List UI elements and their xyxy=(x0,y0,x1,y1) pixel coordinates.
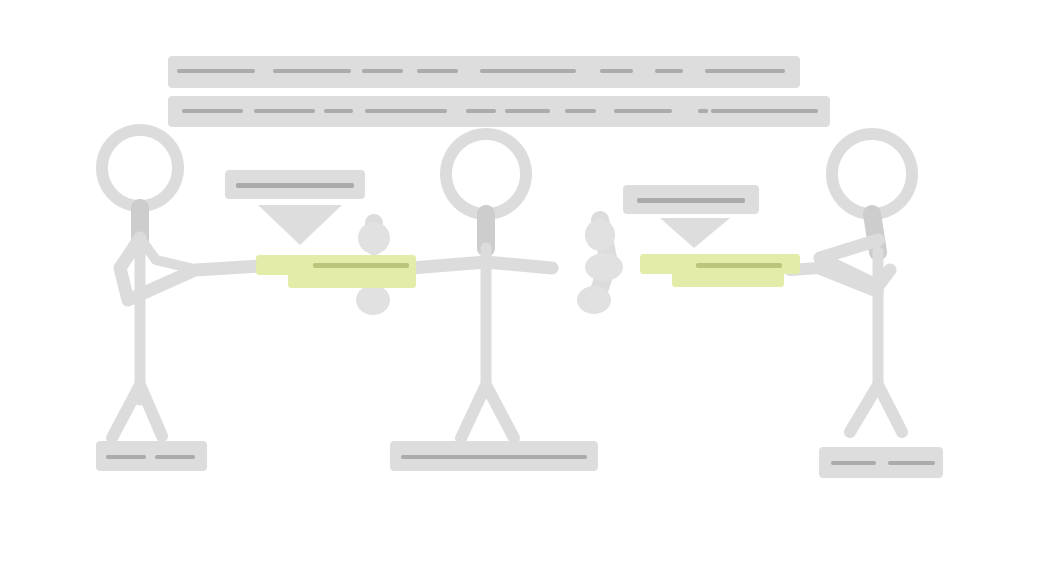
caption-word-13 xyxy=(466,109,496,113)
caption-line-2 xyxy=(168,96,830,127)
caption-word-14 xyxy=(505,109,550,113)
center-leg-front xyxy=(455,379,492,444)
right-leg-front xyxy=(844,379,884,438)
caption-word-8 xyxy=(705,69,785,73)
caption-word-2 xyxy=(273,69,351,73)
left-highlight-bottom xyxy=(288,268,416,288)
caption-word-3 xyxy=(362,69,403,73)
left-speech-bubble xyxy=(225,170,365,245)
left-figure-label xyxy=(96,441,207,471)
caption-word-5 xyxy=(480,69,576,73)
caption-word-6 xyxy=(600,69,633,73)
center-stick-figure xyxy=(405,128,559,444)
caption-word-1 xyxy=(177,69,255,73)
caption-line-1 xyxy=(168,56,800,88)
left-label-word-1 xyxy=(106,455,146,459)
left-stick-figure xyxy=(96,124,269,444)
left-leg-front xyxy=(106,379,146,444)
caption-word-15 xyxy=(565,109,596,113)
right-hand-middle xyxy=(585,253,623,281)
left-hand xyxy=(135,233,203,275)
center-right-arm xyxy=(479,255,559,275)
caption-word-17 xyxy=(698,109,708,113)
caption-word-4 xyxy=(417,69,458,73)
right-highlight-mark xyxy=(696,263,782,268)
right-leg-back xyxy=(872,379,908,438)
right-stick-figure xyxy=(784,128,918,438)
left-hand-bottom xyxy=(356,285,390,315)
center-label-word xyxy=(401,455,587,459)
caption-word-18 xyxy=(711,109,818,113)
center-leg-back xyxy=(480,379,520,444)
left-bubble-pointer xyxy=(258,205,342,245)
right-figure-label xyxy=(819,447,943,478)
caption-line-2-redaction xyxy=(168,96,830,127)
right-label-word-2 xyxy=(888,461,935,465)
caption-word-10 xyxy=(254,109,315,113)
caption-word-9 xyxy=(182,109,243,113)
caption-word-12 xyxy=(365,109,447,113)
center-left-arm xyxy=(405,255,493,275)
right-hand-bottom xyxy=(577,286,611,314)
caption-word-16 xyxy=(614,109,672,113)
left-highlight-band xyxy=(256,255,416,288)
right-head xyxy=(826,128,918,220)
left-bubble-text-mark xyxy=(236,183,354,188)
right-highlight-band xyxy=(640,254,800,287)
caption-word-7 xyxy=(655,69,683,73)
right-hand-top xyxy=(585,219,615,251)
left-head xyxy=(96,124,184,212)
left-label-box xyxy=(96,441,207,471)
left-leg-back xyxy=(134,379,168,442)
right-bubble-pointer xyxy=(660,218,730,248)
left-label-word-2 xyxy=(155,455,195,459)
right-label-box xyxy=(819,447,943,478)
caption-word-11 xyxy=(324,109,353,113)
right-arm-upper xyxy=(813,233,897,293)
right-bubble-text-mark xyxy=(637,198,745,203)
center-figure-label xyxy=(390,441,598,471)
left-highlight-mark xyxy=(313,263,409,268)
center-head xyxy=(440,128,532,220)
left-arm xyxy=(113,231,269,307)
left-hand-top xyxy=(358,222,390,254)
right-speech-bubble xyxy=(623,185,759,248)
right-highlight-bottom xyxy=(672,267,784,287)
right-pointing-hand xyxy=(577,211,623,314)
right-label-word-1 xyxy=(831,461,876,465)
